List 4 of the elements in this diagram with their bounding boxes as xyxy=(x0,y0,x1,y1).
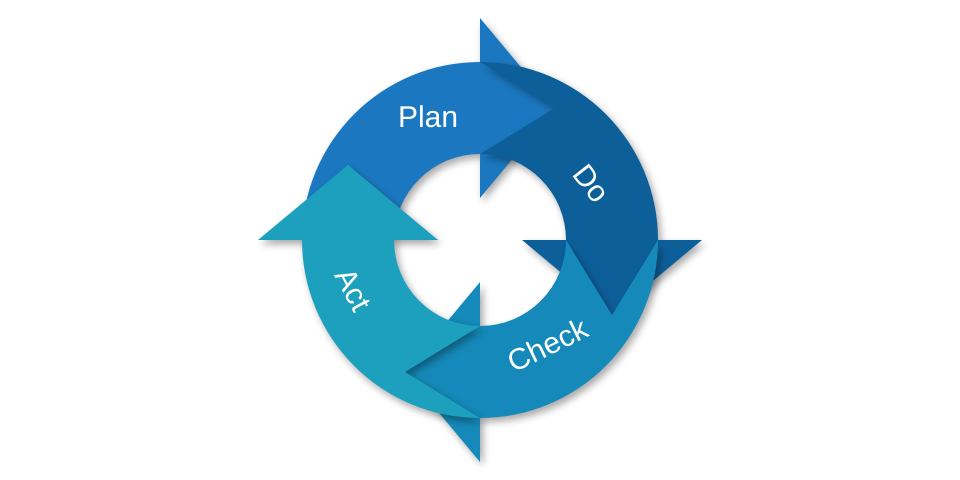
stage-label: Act xyxy=(328,264,376,316)
stage-label: Check xyxy=(503,314,593,378)
stage-label: Do xyxy=(566,160,614,208)
stage-label: Plan xyxy=(398,103,458,133)
